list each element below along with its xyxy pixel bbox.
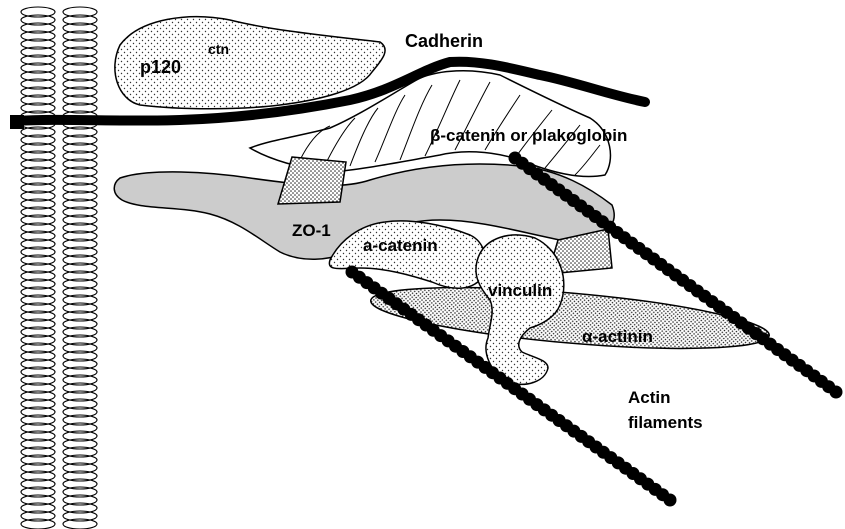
- beta-catenin-label: β-catenin or plakoglobin: [430, 126, 627, 145]
- alpha-catenin-label: a-catenin: [363, 236, 438, 255]
- actin-label-line2: filaments: [628, 413, 703, 432]
- actin-bead: [664, 494, 677, 507]
- alpha-actinin-shape: [369, 276, 772, 361]
- vinculin-label: vinculin: [488, 281, 552, 300]
- actin-label-line1: Actin: [628, 388, 671, 407]
- cell-membrane: [21, 7, 97, 529]
- p120-label: p120: [140, 57, 181, 77]
- cadherin-anchor: [10, 115, 24, 129]
- ctn-superscript-label: ctn: [208, 41, 229, 57]
- alpha-actinin-label: α-actinin: [582, 327, 653, 346]
- zo1-label: ZO-1: [292, 221, 331, 240]
- cadherin-label: Cadherin: [405, 31, 483, 51]
- actin-bead: [830, 386, 843, 399]
